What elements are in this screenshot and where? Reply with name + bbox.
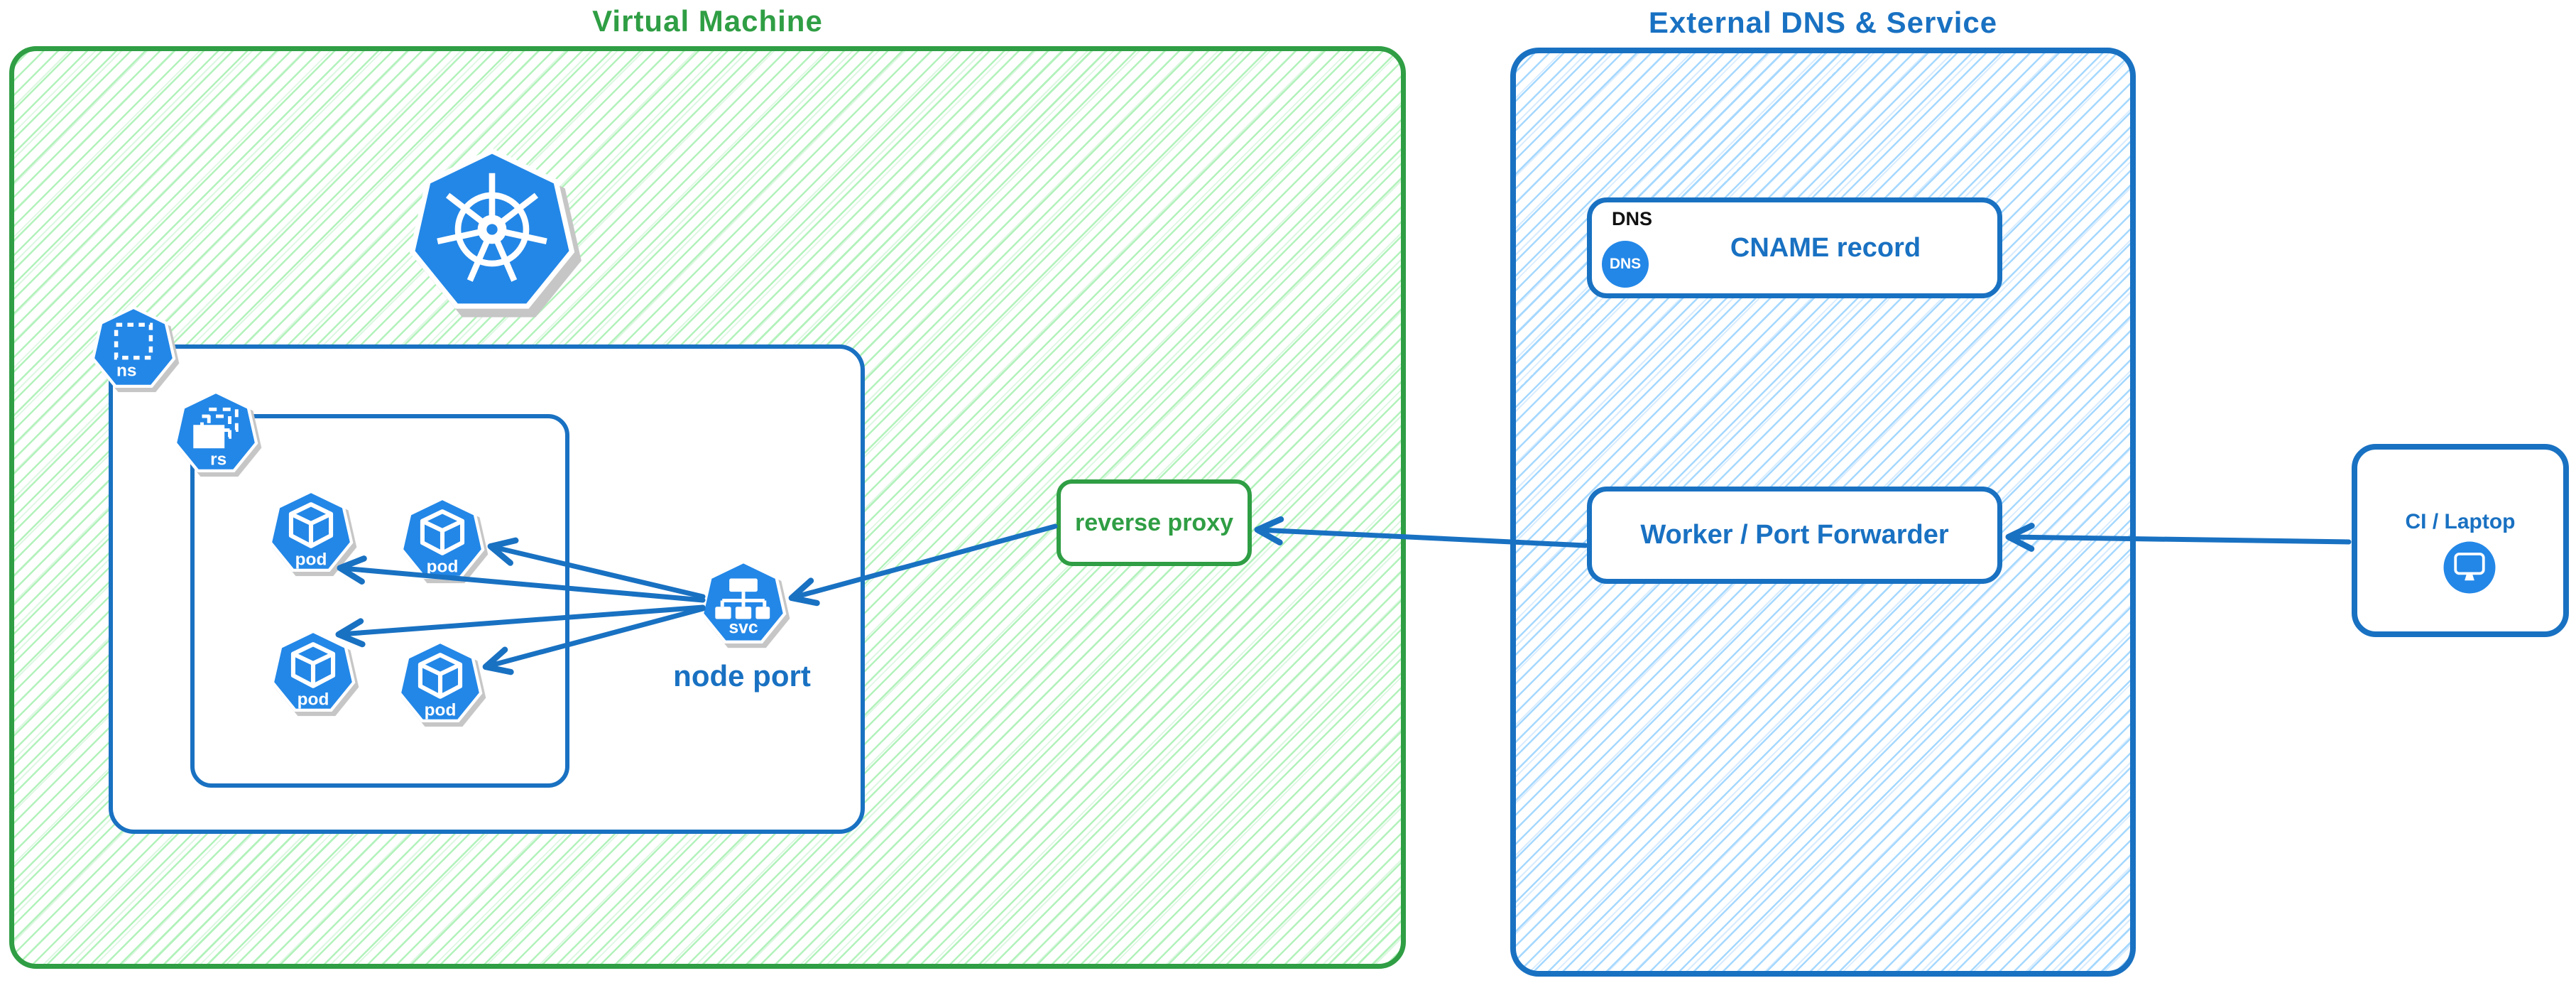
ci-laptop-label: CI / Laptop: [2405, 510, 2516, 533]
replicaset-icon-label: rs: [210, 450, 227, 469]
reverse-proxy-label: reverse proxy: [1074, 509, 1234, 536]
pod-icon: pod: [398, 640, 483, 723]
service-icon: svc: [700, 560, 787, 643]
node-port-label: node port: [673, 659, 811, 693]
worker-port-forwarder-box: Worker / Port Forwarder: [1587, 487, 2002, 584]
dns-badge-text: DNS: [1609, 256, 1642, 272]
kubernetes-logo-icon: [409, 148, 575, 309]
monitor-icon: [2443, 541, 2496, 594]
dns-tag-label: DNS: [1612, 208, 1653, 229]
worker-port-forwarder-label: Worker / Port Forwarder: [1640, 520, 1949, 550]
dns-cname-box: DNS DNS CNAME record: [1587, 197, 2002, 298]
pod-icon-label: pod: [298, 690, 329, 710]
external-dns-title: External DNS & Service: [1648, 6, 1998, 39]
ci-laptop-box: CI / Laptop: [2352, 444, 2569, 637]
service-icon-label: svc: [728, 618, 758, 637]
dns-badge-icon: DNS: [1602, 241, 1649, 288]
virtual-machine-title: Virtual Machine: [592, 4, 823, 38]
pod-icon-label: pod: [295, 550, 327, 570]
pod-icon-label: pod: [427, 558, 459, 577]
cname-record-label: CNAME record: [1730, 232, 1921, 263]
namespace-icon-label: ns: [116, 361, 136, 380]
pod-icon: pod: [268, 489, 354, 572]
pod-icon: pod: [271, 629, 356, 712]
pod-icon: pod: [400, 496, 485, 580]
reverse-proxy-box: reverse proxy: [1057, 479, 1252, 566]
pod-icon-label: pod: [425, 701, 457, 720]
replicaset-icon: rs: [173, 390, 258, 473]
namespace-icon: ns: [91, 305, 176, 389]
